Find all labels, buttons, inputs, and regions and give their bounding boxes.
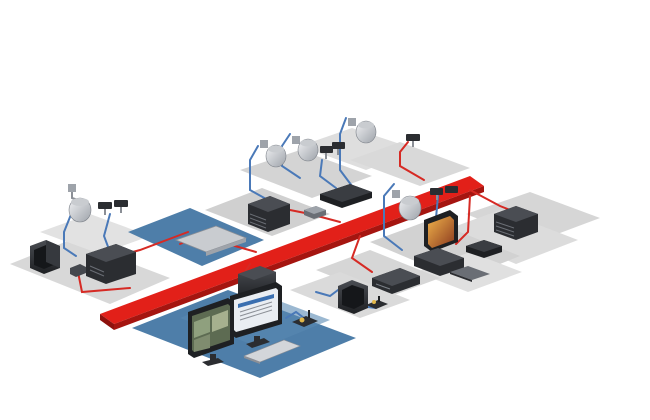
cable-right-workstation xyxy=(455,195,471,245)
box-camera-upper-1 xyxy=(320,146,333,159)
backbone-top xyxy=(100,176,484,324)
backbone-side xyxy=(114,186,484,330)
box-camera-upper-2 xyxy=(332,142,345,155)
dome-camera-upper-2 xyxy=(292,136,319,162)
cable-upper-red-camera xyxy=(399,141,425,181)
lcd-monitor-operator-2 xyxy=(230,282,282,348)
box-camera-icon xyxy=(406,134,420,141)
dome-camera-right xyxy=(392,190,422,221)
rack-server-upper xyxy=(248,196,290,232)
lcd-monitor-operator-1 xyxy=(188,298,234,366)
keyboard-right xyxy=(450,266,490,282)
video-recorder-upper xyxy=(320,184,372,208)
cable-operator-keypad xyxy=(285,310,305,319)
decoder-middle xyxy=(372,268,420,294)
cable-upper-dome-1 xyxy=(249,145,269,201)
upper-zone-row-3 xyxy=(350,142,470,186)
box-camera-red-line xyxy=(406,134,420,147)
box-camera-icon xyxy=(430,188,443,195)
cable-left-dome xyxy=(63,211,77,257)
dome-camera-upper-3 xyxy=(348,118,377,144)
joystick-keypad-middle xyxy=(366,296,388,309)
box-camera-icon xyxy=(332,142,345,149)
encoder-box-icon xyxy=(70,264,86,277)
cable-upper-dome-3 xyxy=(339,117,353,187)
box-camera-icon xyxy=(98,202,112,209)
box-camera-left xyxy=(98,200,128,215)
monitor-left xyxy=(30,240,60,274)
keyboard-operator xyxy=(243,339,301,364)
cable-upper-box-1 xyxy=(318,159,337,189)
keyboard-icon xyxy=(243,339,301,363)
cable-left-encoder xyxy=(77,271,131,294)
joystick-keypad-operator xyxy=(292,310,318,327)
workstation-right xyxy=(414,248,464,276)
dvr-left xyxy=(86,244,136,284)
box-camera-right xyxy=(430,186,458,200)
cable-middle-decoder xyxy=(350,235,373,273)
network-switch-upper xyxy=(304,206,326,219)
joystick-keypad-icon xyxy=(292,316,318,327)
rack-server-right xyxy=(494,206,538,240)
cable-middle-monitor xyxy=(315,289,339,298)
dome-camera-upper-1 xyxy=(260,140,287,168)
network-backbone xyxy=(100,176,484,330)
monitor-middle xyxy=(338,280,368,314)
cable-right-dome xyxy=(383,183,403,251)
backbone-end xyxy=(100,314,114,330)
dome-camera-left xyxy=(68,184,92,223)
keyboard-icon xyxy=(450,266,490,280)
joystick-keypad-icon xyxy=(366,300,388,309)
storage-array-right xyxy=(466,240,502,258)
box-camera-icon xyxy=(320,146,333,153)
encoder-left xyxy=(70,264,86,277)
control-room-equipment xyxy=(174,225,248,256)
